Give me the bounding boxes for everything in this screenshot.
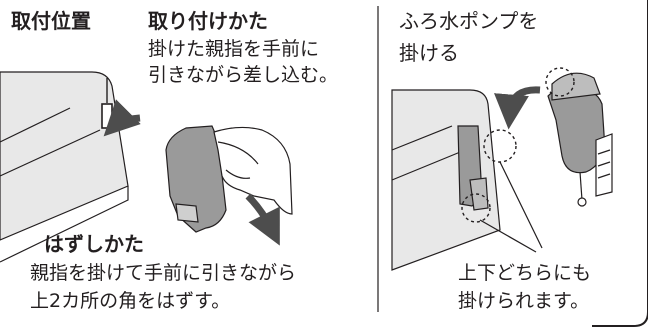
remove-step-line1: 親指を掛けて手前に引きながら: [30, 262, 297, 284]
tub-wall-left: [0, 71, 129, 263]
tub-wall-right: [391, 89, 501, 271]
install-step-line2: 引きながら差し込む。: [148, 64, 339, 86]
pump-note-line2: 掛けられます。: [458, 290, 590, 312]
hook-and-hand: [103, 99, 293, 246]
remove-step-line2: 上2カ所の角をはずす。: [30, 290, 231, 312]
install-title: 取り付けかた: [148, 9, 268, 33]
highlight-markers: [461, 67, 575, 253]
bath-pump: [494, 72, 613, 207]
pump-note-line1: 上下どちらにも: [458, 262, 592, 284]
remove-title: はずしかた: [44, 232, 144, 256]
pump-title-line2: 掛ける: [399, 41, 459, 65]
pump-title-line1: ふろ水ポンプを: [399, 9, 539, 33]
install-step-line1: 掛けた親指を手前に: [148, 38, 320, 60]
mount-position-label: 取付位置: [11, 9, 91, 33]
